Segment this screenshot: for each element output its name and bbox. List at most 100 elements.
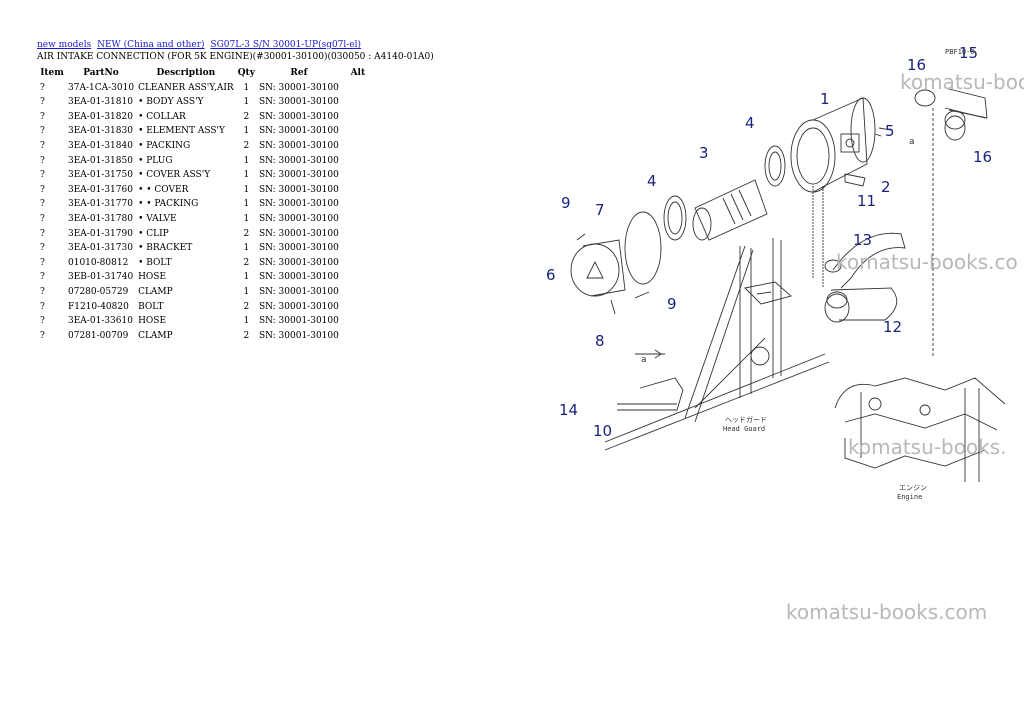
cell-alt xyxy=(341,168,375,183)
callout-1: 1 xyxy=(820,90,830,108)
cell-item: ? xyxy=(40,140,45,151)
callout-4b: 4 xyxy=(647,172,657,190)
callout-16b: 16 xyxy=(973,148,992,166)
cell-ref: SN: 30001-30100 xyxy=(258,243,339,254)
cell-description: HOSE xyxy=(138,272,167,283)
cell-description: • PLUG xyxy=(138,155,173,166)
cell-partno: 01010-80812 xyxy=(68,257,129,268)
cell-item: ? xyxy=(40,228,45,239)
cell-item: ? xyxy=(40,199,45,210)
cell-partno: F1210-40820 xyxy=(68,301,129,312)
cell-description: • COVER ASS'Y xyxy=(138,170,211,181)
cell-qty: 1 xyxy=(243,213,250,224)
cell-description: CLEANER ASS'Y,AIR xyxy=(138,82,234,93)
cell-ref: SN: 30001-30100 xyxy=(258,170,339,181)
cell-item: ? xyxy=(40,286,45,297)
cell-item: ? xyxy=(40,243,45,254)
engine-label-jp: エンジン xyxy=(899,484,927,492)
cell-qty: 1 xyxy=(243,126,250,137)
watermark-2: komatsu-books.co xyxy=(836,250,1018,274)
cell-alt xyxy=(341,124,375,139)
cell-alt xyxy=(341,139,375,154)
diagram-corner-code: PBF10-0 xyxy=(945,48,975,56)
callout-9a: 9 xyxy=(561,194,571,212)
breadcrumb-link-region[interactable]: NEW (China and other) xyxy=(97,40,205,50)
cell-alt xyxy=(341,314,375,329)
cell-ref: SN: 30001-30100 xyxy=(258,140,339,151)
callout-11: 11 xyxy=(857,192,876,210)
cell-alt xyxy=(341,300,375,315)
cell-ref: SN: 30001-30100 xyxy=(258,286,339,297)
cell-partno: 3EA-01-31780 xyxy=(68,213,133,224)
cell-description: • • PACKING xyxy=(138,199,199,210)
cell-item: ? xyxy=(40,170,45,181)
callout-9b: 9 xyxy=(667,295,677,313)
callout-10: 10 xyxy=(593,422,612,440)
cell-alt xyxy=(341,212,375,227)
col-description: Description xyxy=(156,68,216,78)
callout-7: 7 xyxy=(595,201,605,219)
cell-ref: SN: 30001-30100 xyxy=(258,272,339,283)
cell-description: • COLLAR xyxy=(138,111,186,122)
cell-ref: SN: 30001-30100 xyxy=(258,82,339,93)
callout-8: 8 xyxy=(595,332,605,350)
cell-partno: 3EA-01-31850 xyxy=(68,155,133,166)
air-cleaner-body xyxy=(790,97,876,193)
cell-qty: 2 xyxy=(243,301,250,312)
cell-item: ? xyxy=(40,184,45,195)
cell-alt xyxy=(341,95,375,110)
head-guard-label-jp: ヘッドガード xyxy=(725,415,767,424)
callout-3: 3 xyxy=(699,144,709,162)
cell-partno: 3EA-01-31770 xyxy=(68,199,133,210)
callout-2: 2 xyxy=(881,178,891,196)
cell-qty: 1 xyxy=(243,199,250,210)
breadcrumb: new models NEW (China and other) SG07L-3… xyxy=(37,40,364,51)
cell-description: • PACKING xyxy=(138,140,191,151)
cell-description: • ELEMENT ASS'Y xyxy=(138,126,225,137)
cell-qty: 1 xyxy=(243,243,250,254)
cell-alt xyxy=(341,81,375,96)
cell-alt xyxy=(341,197,375,212)
callout-14: 14 xyxy=(559,401,578,419)
cell-description: • BOLT xyxy=(138,257,172,268)
cell-description: • BRACKET xyxy=(138,243,193,254)
cell-partno: 37A-1CA-3010 xyxy=(68,82,135,93)
cell-item: ? xyxy=(40,316,45,327)
cell-alt xyxy=(341,241,375,256)
arrow-label-a-left: a xyxy=(641,355,646,365)
cell-ref: SN: 30001-30100 xyxy=(258,228,339,239)
cell-qty: 1 xyxy=(243,184,250,195)
cell-qty: 1 xyxy=(243,316,250,327)
cell-partno: 3EA-01-31820 xyxy=(68,111,133,122)
cell-ref: SN: 30001-30100 xyxy=(258,97,339,108)
cell-qty: 2 xyxy=(243,111,250,122)
col-alt: Alt xyxy=(350,68,366,78)
arrow-label-a-right: a xyxy=(909,137,914,147)
watermark-1: komatsu-books xyxy=(900,70,1024,94)
callout-16a: 16 xyxy=(907,56,926,74)
breadcrumb-link-model[interactable]: SG07L-3 S/N 30001-UP(sg07l-el) xyxy=(210,40,362,50)
cell-partno: 3EA-01-31750 xyxy=(68,170,133,181)
breadcrumb-link-new-models[interactable]: new models xyxy=(37,40,92,50)
cell-qty: 1 xyxy=(243,82,250,93)
cell-ref: SN: 30001-30100 xyxy=(258,213,339,224)
cell-alt xyxy=(341,285,375,300)
cell-qty: 2 xyxy=(243,228,250,239)
cell-item: ? xyxy=(40,82,45,93)
cell-qty: 2 xyxy=(243,140,250,151)
cell-ref: SN: 30001-30100 xyxy=(258,316,339,327)
callout-12: 12 xyxy=(883,318,902,336)
cell-item: ? xyxy=(40,111,45,122)
cell-ref: SN: 30001-30100 xyxy=(258,184,339,195)
cell-description: CLAMP xyxy=(138,286,173,297)
